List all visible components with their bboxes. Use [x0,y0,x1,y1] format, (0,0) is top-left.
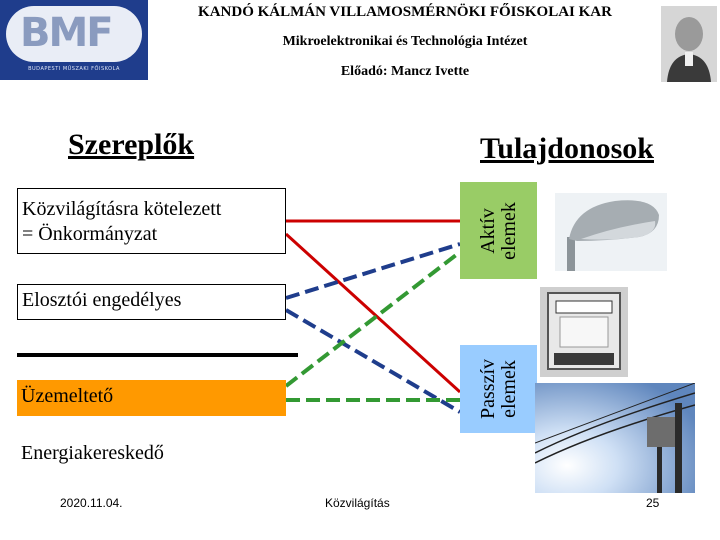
role-uzemelteto: Üzemeltető [17,380,286,416]
role-elosztoi-engedelyes: Elosztói engedélyes [17,284,286,320]
link-elosztoi-aktiv [285,242,461,300]
street-lamp-photo [555,193,667,271]
active-elements-line-2: elemek [497,201,520,260]
divider-line [17,353,298,357]
logo-letters: BMF [20,10,114,56]
link-elosztoi-passziv [284,308,462,414]
active-elements-line-1: Aktív [476,207,499,254]
logo-oval [6,6,142,62]
role-elosztoi-label: Elosztói engedélyes [22,289,182,311]
footer-topic: Közvilágítás [325,496,390,510]
bmf-logo: BMF BUDAPESTI MŰSZAKI FŐISKOLA [0,0,148,80]
institution-name: KANDÓ KÁLMÁN VILLAMOSMÉRNÖKI FŐISKOLAI K… [198,4,612,20]
active-elements-box: Aktív elemek [460,182,537,279]
role-onkormanyzat-line-1: Közvilágításra kötelezett [22,198,222,220]
role-uzemelteto-label: Üzemeltető [21,385,114,407]
role-onkormanyzat-line-2: = Önkormányzat [22,223,158,245]
link-uzemelteto-aktiv [284,250,462,388]
page-number: 25 [646,496,660,510]
utility-pole-photo [534,382,696,493]
passive-elements-line-1: Passzív [476,359,499,419]
passive-elements-line-2: elemek [497,360,520,418]
actors-title: Szereplők [68,128,195,161]
institute-name: Mikroelektronikai és Technológia Intézet [282,34,528,49]
passive-elements-label: Passzív elemek [476,359,520,419]
role-onkormanyzat-label: Közvilágításra kötelezett = Önkormányzat [22,197,221,247]
owners-title: Tulajdonosok [480,132,654,165]
link-onkormanyzat-passziv [284,232,462,394]
presenter-line: Előadó: Mancz Ivette [340,64,470,79]
footer-date: 2020.11.04. [60,496,123,510]
logo-caption: BUDAPESTI MŰSZAKI FŐISKOLA [28,66,120,72]
passive-elements-box: Passzív elemek [460,345,537,433]
role-onkormanyzat: Közvilágításra kötelezett = Önkormányzat [17,188,286,254]
role-energiakereskedo: Energiakereskedő [21,442,164,464]
electricity-meter-photo [540,287,628,377]
portrait-photo [661,6,717,82]
active-elements-label: Aktív elemek [476,201,520,260]
